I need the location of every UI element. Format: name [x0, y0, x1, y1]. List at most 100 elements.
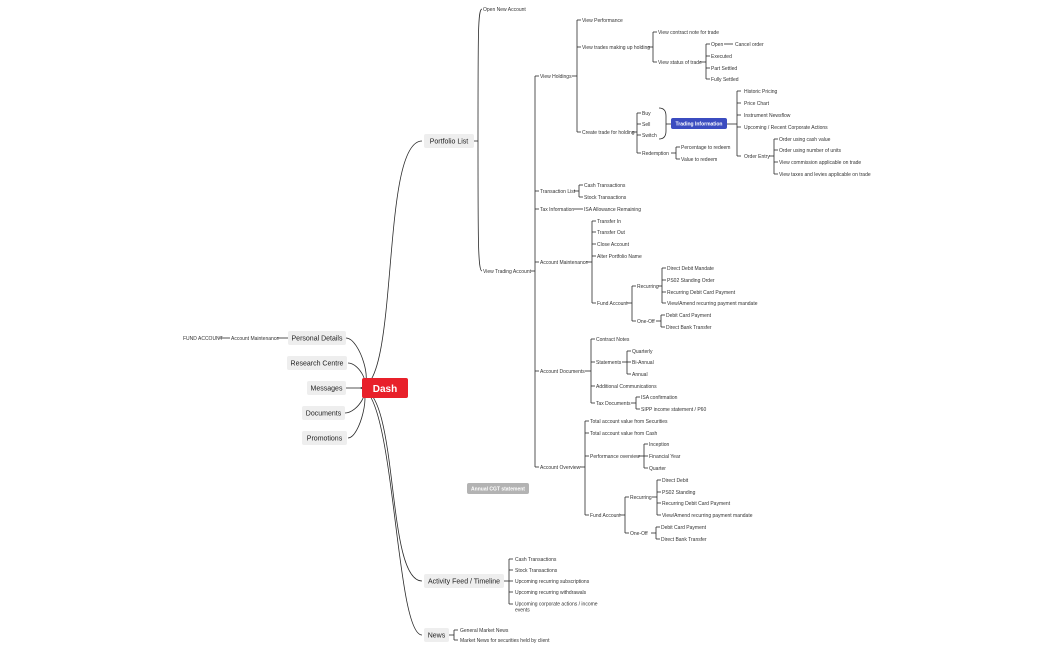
- node-overview-view-amend[interactable]: View/Amend recurring payment mandate: [662, 513, 753, 519]
- node-view-trades[interactable]: View trades making up holding: [582, 45, 650, 51]
- node-direct-bank-transfer[interactable]: Direct Bank Transfer: [666, 325, 712, 331]
- node-price-chart[interactable]: Price Chart: [744, 101, 770, 107]
- node-account-maintenance[interactable]: Account Maintenance: [540, 260, 588, 266]
- node-debit-card-payment[interactable]: Debit Card Payment: [666, 313, 712, 319]
- node-overview-debit-card[interactable]: Debit Card Payment: [661, 525, 707, 531]
- node-inception[interactable]: Inception: [649, 442, 670, 448]
- node-view-taxes[interactable]: View taxes and levies applicable on trad…: [779, 172, 871, 178]
- node-status-executed[interactable]: Executed: [711, 54, 732, 60]
- node-one-off[interactable]: One-Off: [637, 319, 655, 325]
- node-financial-year[interactable]: Financial Year: [649, 454, 681, 460]
- node-instrument-newsflow[interactable]: Instrument Newsflow: [744, 113, 791, 119]
- node-account-overview[interactable]: Account Overview: [540, 465, 581, 471]
- branch-portfolio-list-label: Portfolio List: [430, 139, 469, 146]
- branch-messages[interactable]: Messages: [307, 381, 346, 395]
- node-stock-transactions[interactable]: Stock Transactions: [584, 195, 627, 201]
- node-sipp-statement[interactable]: SIPP income statement / P60: [641, 407, 706, 413]
- branch-portfolio-list[interactable]: Portfolio List: [424, 134, 474, 148]
- node-overview-one-off[interactable]: One-Off: [630, 531, 648, 537]
- node-order-cash[interactable]: Order using cash value: [779, 137, 831, 143]
- branch-promotions[interactable]: Promotions: [302, 431, 347, 445]
- node-status-part-settled[interactable]: Part Settled: [711, 66, 737, 72]
- node-view-contract-note[interactable]: View contract note for trade: [658, 30, 719, 36]
- node-account-documents[interactable]: Account Documents: [540, 369, 585, 375]
- node-activity-upcoming-subscriptions[interactable]: Upcoming recurring subscriptions: [515, 579, 590, 585]
- node-activity-upcoming-corporate[interactable]: Upcoming corporate actions / income: [515, 601, 598, 607]
- node-open-new-account[interactable]: Open New Account: [483, 7, 526, 13]
- node-recurring[interactable]: Recurring: [637, 284, 659, 290]
- node-view-performance[interactable]: View Performance: [582, 18, 623, 24]
- node-activity-upcoming-withdrawals[interactable]: Upcoming recurring withdrawals: [515, 590, 587, 596]
- branch-research-centre[interactable]: Research Centre: [287, 356, 347, 370]
- node-direct-debit-mandate[interactable]: Direct Debit Mandate: [667, 266, 714, 272]
- node-historic-pricing[interactable]: Historic Pricing: [744, 89, 778, 95]
- node-cash-transactions[interactable]: Cash Transactions: [584, 183, 626, 189]
- node-contract-notes[interactable]: Contract Notes: [596, 337, 630, 343]
- node-value-redeem[interactable]: Value to redeem: [681, 157, 717, 163]
- node-order-entry[interactable]: Order Entry: [744, 154, 770, 160]
- node-switch[interactable]: Switch: [642, 133, 657, 139]
- node-view-amend-mandate[interactable]: View/Amend recurring payment mandate: [667, 301, 758, 307]
- node-redemption[interactable]: Redemption: [642, 151, 669, 157]
- node-ps02-standing-order[interactable]: PS02 Standing Order: [667, 278, 715, 284]
- node-view-trading-account[interactable]: View Trading Account: [483, 269, 532, 275]
- node-general-market-news[interactable]: General Market News: [460, 628, 509, 634]
- node-personal-fund-account[interactable]: FUND ACCOUNT: [183, 336, 223, 342]
- node-sell[interactable]: Sell: [642, 122, 650, 128]
- node-overview-recurring-debit[interactable]: Recurring Debit Card Payment: [662, 501, 731, 507]
- node-buy[interactable]: Buy: [642, 111, 651, 117]
- node-activity-stock-transactions[interactable]: Stock Transactions: [515, 568, 558, 574]
- node-overview-bank-transfer[interactable]: Direct Bank Transfer: [661, 537, 707, 543]
- node-quarterly[interactable]: Quarterly: [632, 349, 653, 355]
- node-view-holdings[interactable]: View Holdings: [540, 74, 572, 80]
- node-view-status[interactable]: View status of trade: [658, 60, 702, 66]
- node-activity-cash-transactions[interactable]: Cash Transactions: [515, 557, 557, 563]
- node-isa-confirmation[interactable]: ISA confirmation: [641, 395, 678, 401]
- node-personal-account-maintenance[interactable]: Account Maintenance: [231, 336, 279, 342]
- node-percentage-redeem[interactable]: Percentage to redeem: [681, 145, 730, 151]
- node-total-securities[interactable]: Total account value from Securities: [590, 419, 668, 425]
- node-overview-ps02[interactable]: PS02 Standing: [662, 490, 696, 496]
- branch-documents[interactable]: Documents: [302, 406, 345, 420]
- node-transfer-out[interactable]: Transfer Out: [597, 230, 625, 236]
- branch-activity-feed-label: Activity Feed / Timeline: [428, 579, 500, 586]
- root-node[interactable]: Dash: [362, 378, 408, 398]
- node-statements[interactable]: Statements: [596, 360, 622, 366]
- node-view-commission[interactable]: View commission applicable on trade: [779, 160, 861, 166]
- branch-research-centre-label: Research Centre: [291, 361, 344, 368]
- node-close-account[interactable]: Close Account: [597, 242, 630, 248]
- node-overview-recurring[interactable]: Recurring: [630, 495, 652, 501]
- node-overview-fund-account[interactable]: Fund Account: [590, 513, 621, 519]
- node-performance-overview[interactable]: Performance overview: [590, 454, 640, 460]
- node-order-units[interactable]: Order using number of units: [779, 148, 841, 154]
- node-overview-direct-debit[interactable]: Direct Debit: [662, 478, 689, 484]
- node-upcoming-corporate-actions[interactable]: Upcoming / Recent Corporate Actions: [744, 125, 828, 131]
- node-status-open[interactable]: Open: [711, 42, 723, 48]
- trading-information-badge[interactable]: Trading Information: [671, 118, 727, 129]
- branch-personal-details[interactable]: Personal Details: [288, 331, 346, 345]
- node-create-trade[interactable]: Create trade for holding: [582, 130, 635, 136]
- node-recurring-debit-card[interactable]: Recurring Debit Card Payment: [667, 290, 736, 296]
- node-additional-communications[interactable]: Additional Communications: [596, 384, 657, 390]
- node-quarter[interactable]: Quarter: [649, 466, 666, 472]
- node-total-cash[interactable]: Total account value from Cash: [590, 431, 657, 437]
- branch-activity-feed[interactable]: Activity Feed / Timeline: [424, 574, 504, 588]
- node-transaction-list[interactable]: Transaction List: [540, 189, 576, 195]
- node-tax-documents[interactable]: Tax Documents: [596, 401, 631, 407]
- node-bi-annual[interactable]: Bi-Annual: [632, 360, 654, 366]
- node-status-fully-settled[interactable]: Fully Settled: [711, 77, 739, 83]
- node-market-news-securities[interactable]: Market News for securities held by clien…: [460, 638, 550, 644]
- node-annual[interactable]: Annual: [632, 372, 648, 378]
- branch-messages-box: [307, 381, 346, 395]
- node-alter-portfolio-name[interactable]: Alter Portfolio Name: [597, 254, 642, 260]
- node-transfer-in[interactable]: Transfer In: [597, 219, 621, 225]
- branch-activity-feed-box: [424, 574, 504, 588]
- node-cancel-order[interactable]: Cancel order: [735, 42, 764, 48]
- branch-documents-box: [302, 406, 345, 420]
- node-isa-allowance[interactable]: ISA Allowance Remaining: [584, 207, 641, 213]
- node-tax-information[interactable]: Tax Information: [540, 207, 574, 213]
- branch-news[interactable]: News: [424, 628, 449, 642]
- annual-cgt-statement-badge[interactable]: Annual CGT statement: [467, 483, 529, 494]
- branch-portfolio-list-box: [424, 134, 474, 148]
- node-fund-account[interactable]: Fund Account: [597, 301, 628, 307]
